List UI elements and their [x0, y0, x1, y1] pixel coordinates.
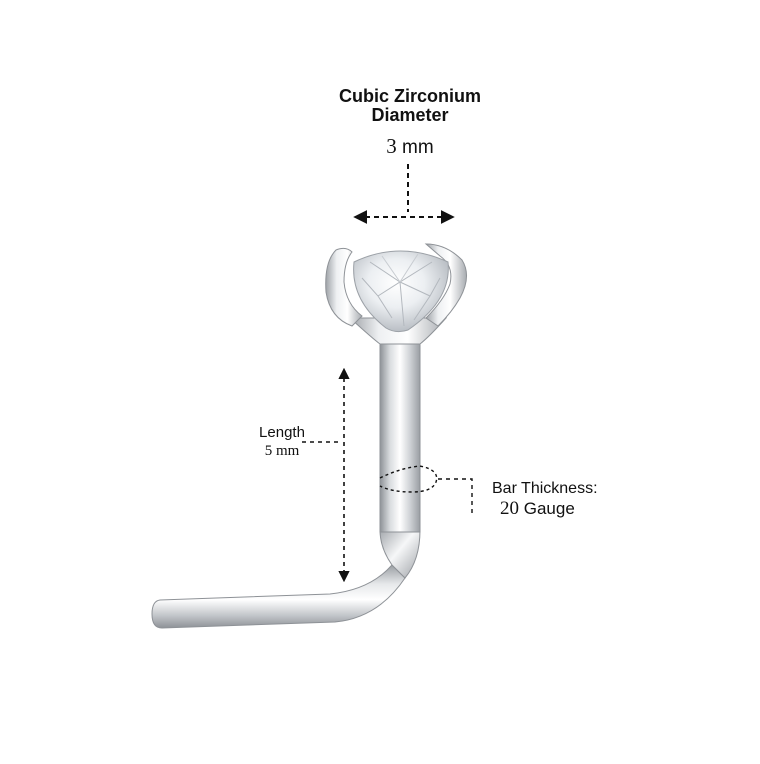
bar-thickness-number: 20: [500, 498, 519, 519]
bar-thickness-label: Bar Thickness:: [492, 480, 598, 497]
bar-thickness-dimension: [379, 465, 473, 516]
bar-thickness-value: 20 Gauge: [500, 498, 575, 520]
thickness-ring: [379, 465, 438, 493]
diameter-value: 3 mm: [330, 134, 490, 159]
thickness-leader-line: [438, 478, 473, 516]
diagram-title-line-1: Cubic Zirconium: [338, 86, 481, 106]
bar-bend: [379, 529, 421, 579]
bar-thickness-unit: Gauge: [523, 499, 575, 518]
diagram-title-line-2: Diameter: [371, 105, 449, 125]
length-label: Length: [259, 424, 305, 441]
left-prong: [325, 247, 363, 327]
l-shaped-nose-stud-icon: [151, 243, 467, 629]
horizontal-bar: [151, 564, 406, 629]
diameter-dimension: [353, 164, 455, 224]
length-value: 5 mm: [264, 443, 300, 459]
diameter-number: 3: [386, 134, 397, 158]
length-dimension: [302, 367, 350, 583]
diameter-unit: mm: [402, 137, 434, 158]
cubic-zirconia-gem-icon: [353, 250, 449, 333]
right-prong: [424, 243, 467, 327]
vertical-bar: [379, 339, 421, 533]
